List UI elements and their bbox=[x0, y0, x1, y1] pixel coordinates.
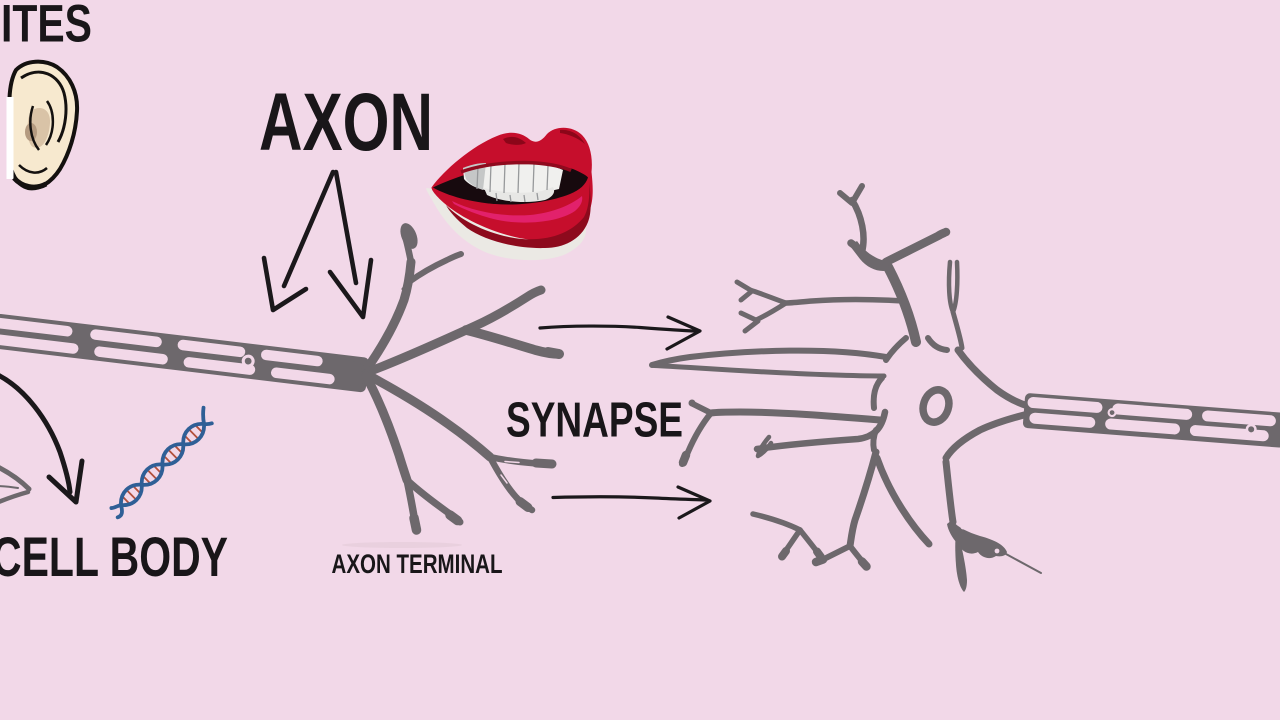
svg-text:AXON TERMINAL: AXON TERMINAL bbox=[332, 549, 503, 579]
svg-text:AXON: AXON bbox=[259, 77, 433, 168]
svg-text:SYNAPSE: SYNAPSE bbox=[506, 394, 683, 448]
svg-text:ITES: ITES bbox=[1, 0, 92, 54]
svg-text:CELL BODY: CELL BODY bbox=[0, 525, 228, 588]
